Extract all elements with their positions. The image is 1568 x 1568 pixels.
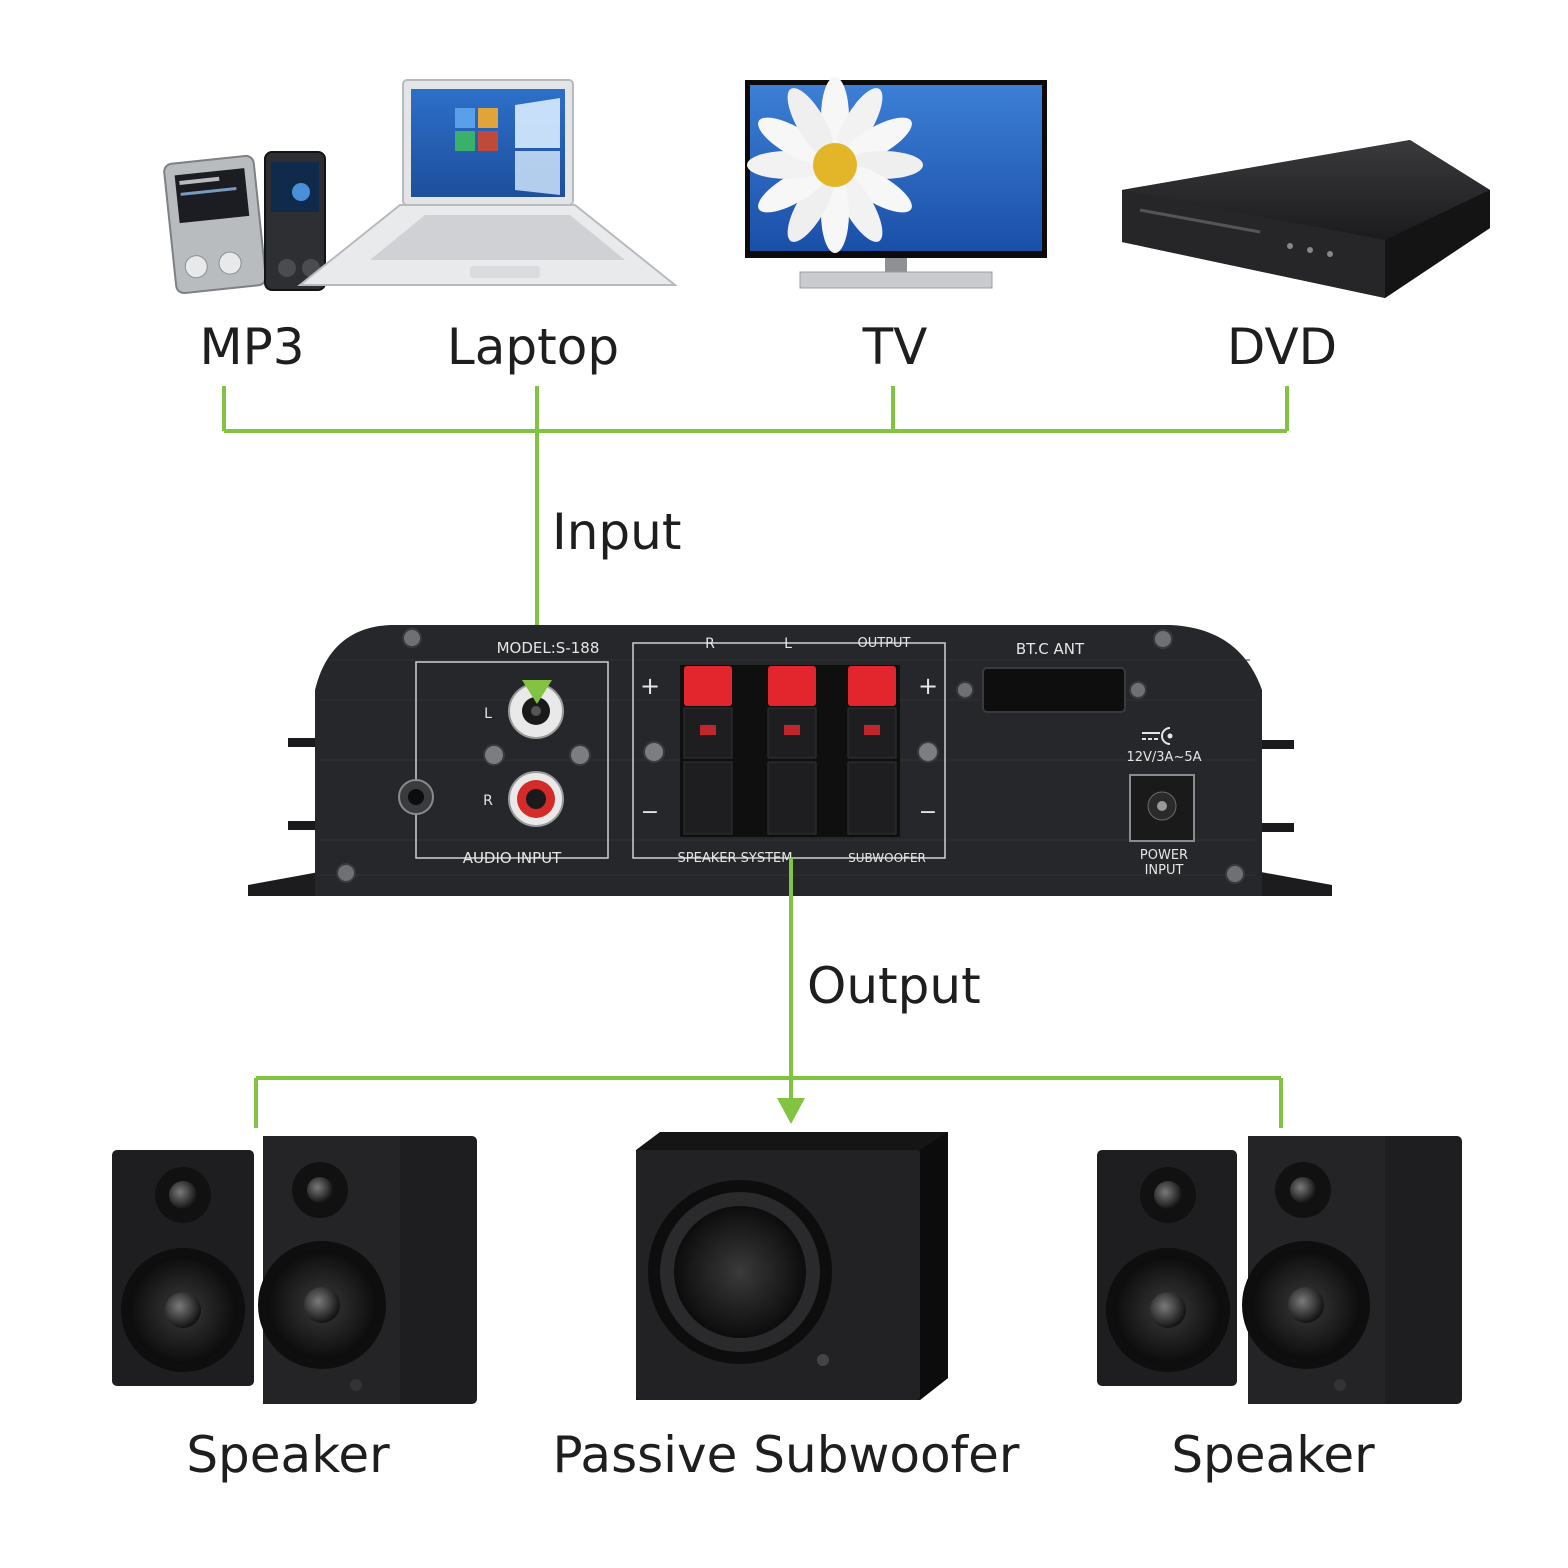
subwoofer-icon <box>636 1132 948 1400</box>
source-label-mp3: MP3 <box>199 318 305 376</box>
mp3-player-icon <box>163 151 326 295</box>
dvd-player-icon <box>1122 140 1490 298</box>
input-flow-label: Input <box>552 503 682 561</box>
tv-icon <box>745 77 1047 289</box>
source-label-laptop: Laptop <box>446 318 620 376</box>
output-label-speaker-right: Speaker <box>1171 1426 1375 1484</box>
output-panel-label: OUTPUT <box>858 636 911 651</box>
amplifier-panel: MODEL:S-188 AUDIO INPUT L R R L OUTPUT S… <box>248 625 1332 896</box>
terminal-r-label: R <box>705 636 715 652</box>
model-label: MODEL:S-188 <box>497 639 600 657</box>
output-flow-label: Output <box>807 957 981 1015</box>
minus-right-label: − <box>919 800 937 825</box>
bt-antenna-label: BT.C ANT <box>1016 640 1085 658</box>
left-channel-label: L <box>484 706 492 722</box>
terminal-l-label: L <box>784 636 792 652</box>
power-input-label-2: INPUT <box>1145 863 1184 878</box>
plus-left-label: + <box>640 672 660 700</box>
input-arrowhead <box>522 680 552 704</box>
output-bus <box>254 858 1283 1128</box>
minus-left-label: − <box>641 800 659 825</box>
source-label-tv: TV <box>862 318 928 376</box>
plus-right-label: + <box>918 672 938 700</box>
power-input-label-1: POWER <box>1140 848 1188 863</box>
right-channel-label: R <box>483 793 493 809</box>
audio-input-label: AUDIO INPUT <box>463 849 562 867</box>
output-arrowhead <box>777 1098 805 1124</box>
speaker-terminal-block <box>680 665 900 837</box>
right-speaker-pair-icon <box>1097 1136 1462 1404</box>
left-speaker-pair-icon <box>112 1136 477 1404</box>
output-label-speaker-left: Speaker <box>186 1426 390 1484</box>
speaker-system-label: SPEAKER SYSTEM <box>678 851 793 866</box>
output-label-subwoofer: Passive Subwoofer <box>552 1426 1020 1484</box>
subwoofer-panel-label: SUBWOOFER <box>848 851 926 865</box>
power-rating-label: 12V/3A~5A <box>1126 750 1201 765</box>
laptop-icon <box>297 79 678 286</box>
source-label-dvd: DVD <box>1226 318 1338 376</box>
